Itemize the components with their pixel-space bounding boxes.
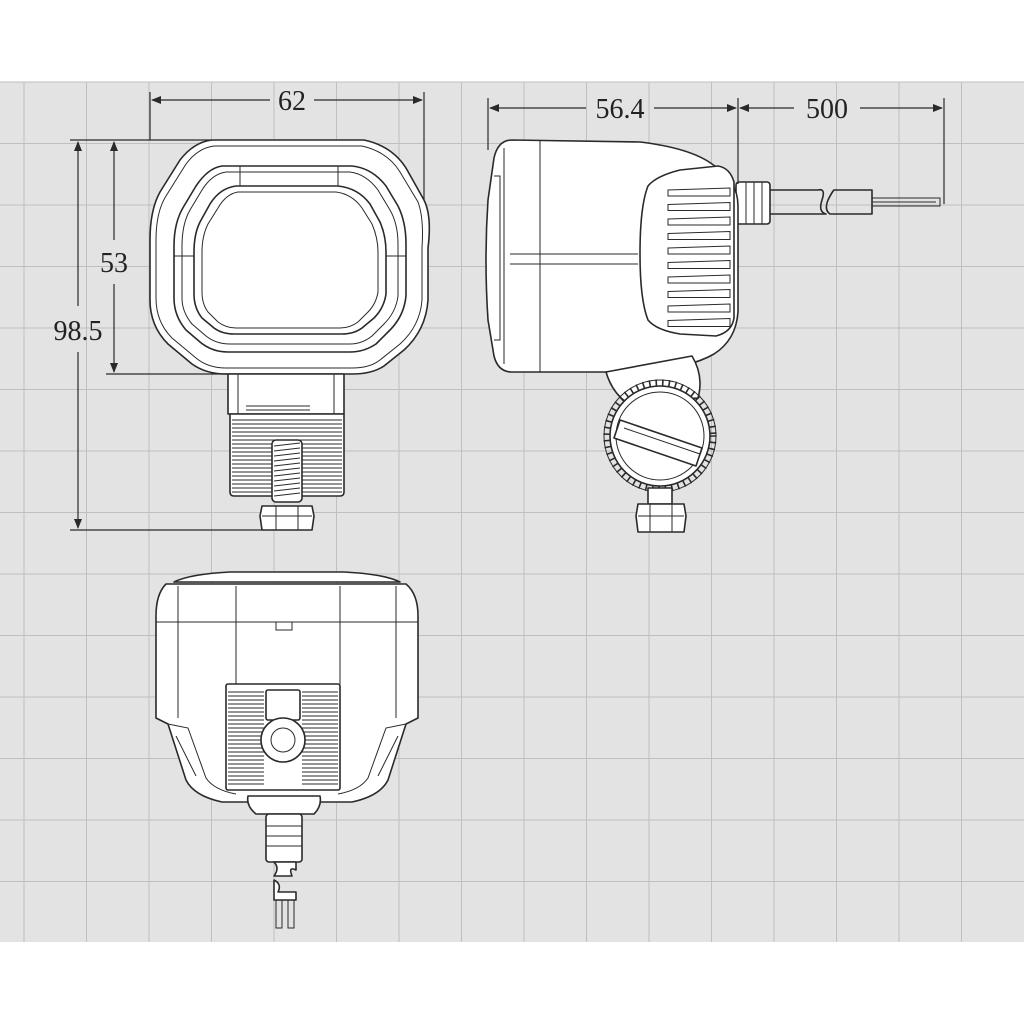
rear-view [155,571,419,929]
front-dimensions: 62 53 98.5 [54,86,425,531]
dim-cable-length: 500 [806,94,848,125]
side-dimensions: 56.4 500 [487,94,945,204]
dim-front-total-height: 98.5 [54,316,103,347]
side-view [485,139,941,533]
dim-front-lens-height: 53 [100,248,128,279]
dim-front-width: 62 [278,86,306,117]
dim-side-depth: 56.4 [596,94,645,125]
front-view [149,139,431,531]
